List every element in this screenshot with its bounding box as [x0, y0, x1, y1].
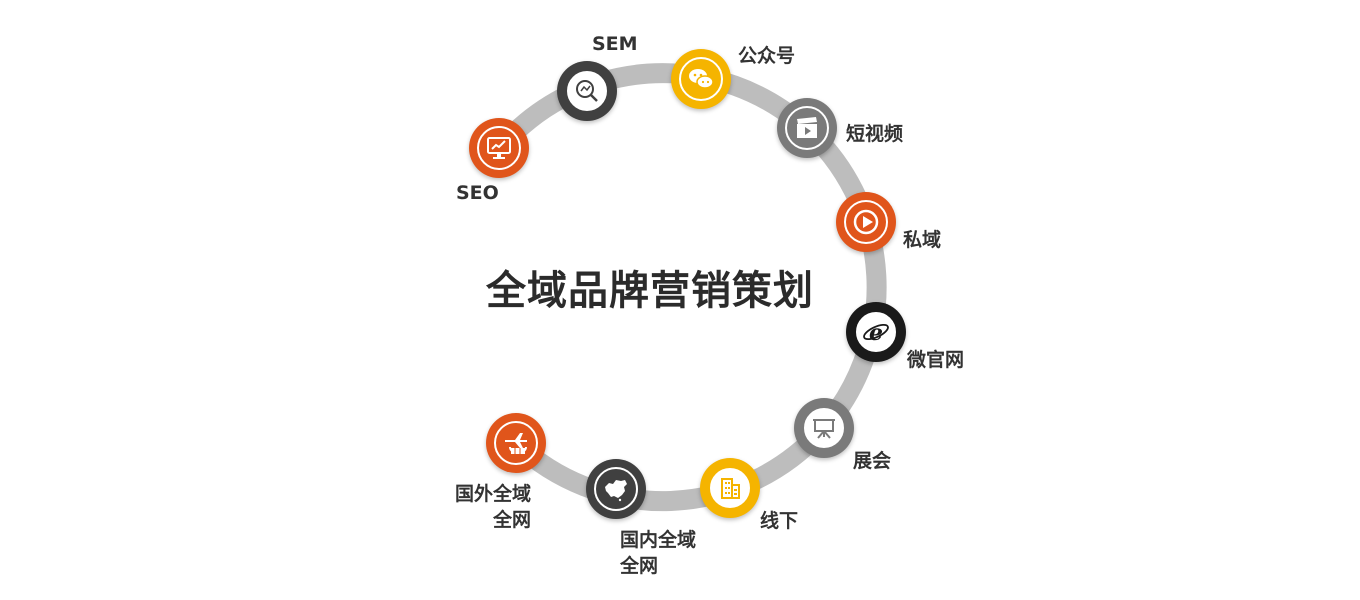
label-gwqy: 国外全域 全网: [455, 481, 531, 533]
label-wgw: 微官网: [907, 349, 965, 371]
node-seo[interactable]: [469, 118, 529, 178]
svg-text:e: e: [869, 320, 883, 346]
node-gnqy[interactable]: [586, 459, 646, 519]
node-sy[interactable]: [836, 192, 896, 252]
label-gwqy-line2: 全网: [493, 509, 532, 531]
label-gwqy-line1: 国外全域: [455, 483, 532, 505]
node-wgw[interactable]: e: [846, 302, 906, 362]
search-analytics-icon: [576, 80, 598, 102]
china-map-icon: [605, 480, 627, 502]
label-gnqy-line1: 国内全域: [620, 529, 697, 551]
ring-arc: [490, 63, 887, 512]
building-icon: [721, 478, 740, 499]
node-gwqy[interactable]: [486, 413, 546, 473]
ie-browser-icon: e: [863, 320, 889, 346]
node-sem[interactable]: [557, 61, 617, 121]
node-xx[interactable]: [700, 458, 760, 518]
plane-globe-icon: [505, 433, 527, 454]
label-seo: SEO: [456, 182, 499, 204]
node-dsp[interactable]: [777, 98, 837, 158]
node-gzh[interactable]: [671, 49, 731, 109]
monitor-chart-icon: [487, 137, 511, 159]
center-title: 全域品牌营销策划: [486, 268, 814, 314]
node-zh[interactable]: [794, 398, 854, 458]
label-zh: 展会: [853, 450, 892, 472]
label-dsp: 短视频: [846, 123, 904, 145]
wechat-icon: [689, 69, 714, 89]
label-xx: 线下: [760, 510, 799, 532]
presentation-board-icon: [813, 419, 835, 439]
label-sy: 私域: [903, 229, 942, 251]
play-circle-icon: [853, 209, 879, 235]
label-sem: SEM: [592, 33, 638, 55]
label-gzh: 公众号: [738, 45, 796, 67]
label-gnqy: 国内全域 全网: [620, 527, 696, 579]
clapperboard-icon: [797, 117, 817, 138]
label-gnqy-line2: 全网: [620, 555, 659, 577]
